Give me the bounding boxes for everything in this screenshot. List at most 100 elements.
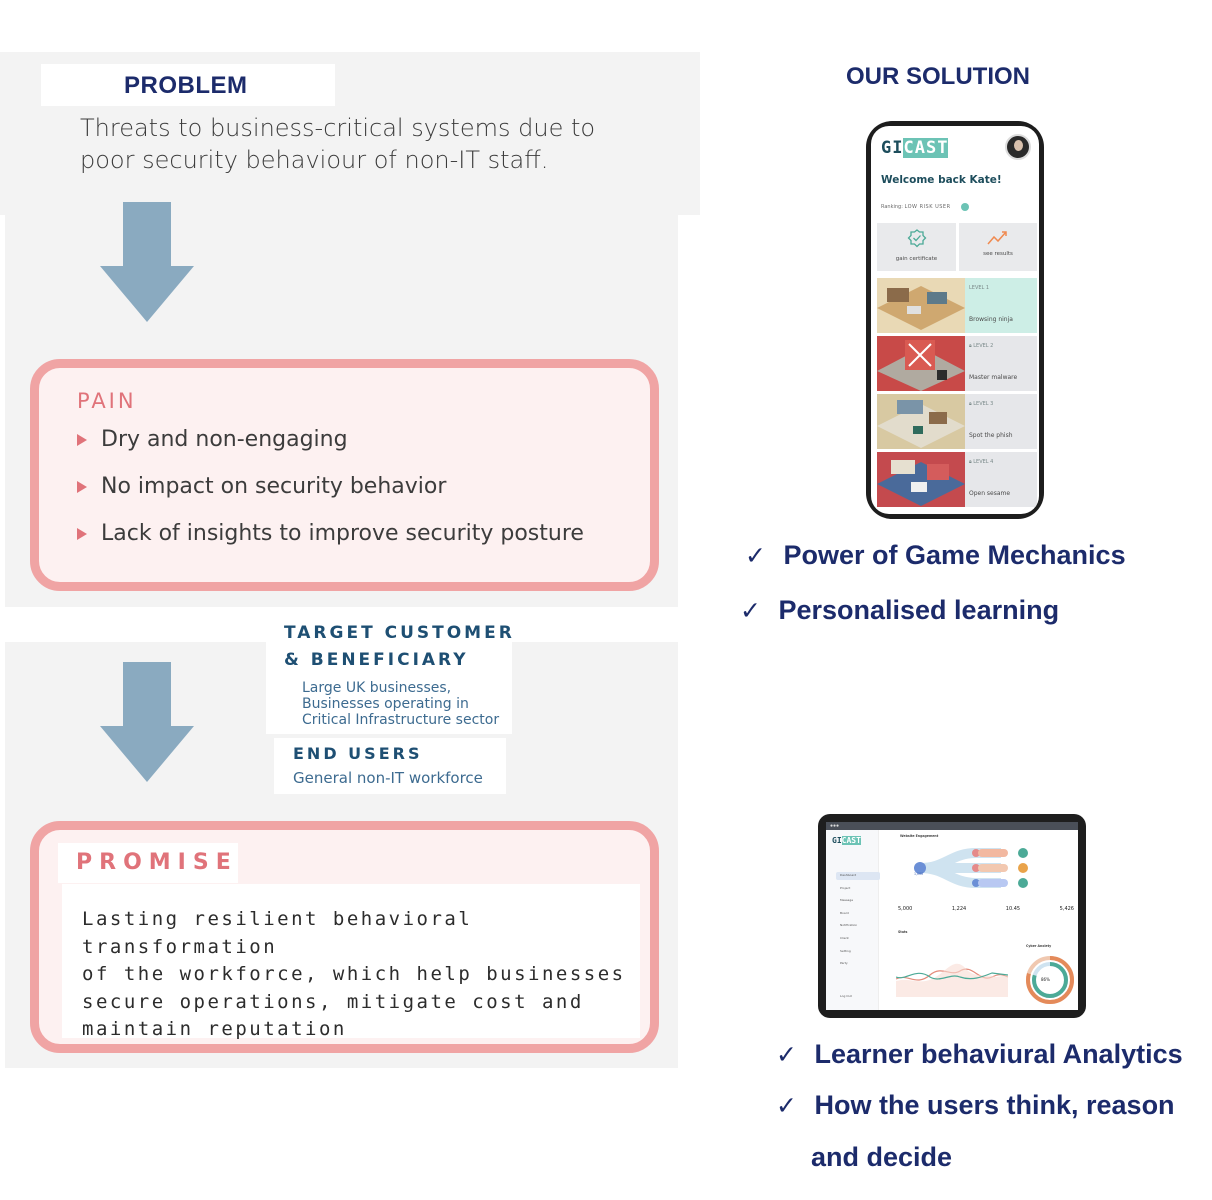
target-customer-desc-line1: Large UK businesses, [302,680,452,696]
avatar[interactable] [1005,134,1031,160]
nav-item[interactable]: Dashboard [840,873,857,877]
app-logo: GICAST [881,138,949,158]
end-users-box [274,738,506,794]
certificate-badge-icon [907,229,927,248]
checkmark-icon: ✓ [740,596,761,625]
nav-item[interactable]: Project [840,885,851,890]
pain-card [30,359,659,591]
problem-text-line2: poor security behaviour of non-IT staff. [80,146,549,174]
promise-title: PROMISE [76,850,238,875]
target-customer-title-line2: & BENEFICIARY [284,650,469,670]
promise-line: secure operations, mitigate cost and [82,990,584,1013]
check-item: ✓ How the users think, reason [776,1090,1175,1120]
promise-content-box [62,884,640,1038]
target-customer-box [266,622,512,734]
dashboard-logo: GICAST [832,836,861,845]
dashboard-nav: Dashboard Project Message Board Notifica… [840,873,857,974]
level-3-illustration [877,394,965,449]
pain-item: Dry and non-engaging [77,416,647,463]
level-4-panel [965,452,1037,507]
level-1-panel [965,278,1037,333]
checkmark-icon: ✓ [776,1091,797,1120]
nav-item[interactable]: Board [840,910,849,915]
tablet-screen: ●●● GICAST Dashboard Project Message Boa… [826,822,1078,1010]
cyber-anxiety-donut-chart [1026,956,1074,1004]
triangle-bullet-icon [77,433,87,446]
level-label: 🔒︎ LEVEL 2 [969,343,994,349]
nav-item[interactable]: Party [840,961,848,966]
end-users-title: END USERS [293,744,423,763]
problem-heading: PROBLEM [124,72,248,99]
level-label: LEVEL 1 [969,285,990,291]
trend-chart-icon [987,231,1007,245]
see-results-tile[interactable]: see results [959,223,1037,271]
engagement-flow-chart [914,848,1028,888]
promise-text: Lasting resilient behavioral transformat… [82,906,642,1044]
level-name: Browsing ninja [969,316,1013,323]
ranking: Ranking: LOW RISK USER [881,204,951,210]
promise-line: maintain reputation [82,1018,347,1040]
phone-mockup: GICAST Welcome back Kate! Ranking: LOW R… [866,121,1044,519]
donut-value: 86% [1041,977,1050,982]
stat-value: 5,426 [1059,906,1074,912]
check-item-continuation: and decide [811,1142,953,1172]
pain-list: Dry and non-engaging No impact on securi… [77,416,647,557]
level-name: Spot the phish [969,432,1013,439]
target-customer-desc-line3: Critical Infrastructure sector [302,712,500,728]
stats-label: Stats [898,930,908,934]
checkmark-icon: ✓ [776,1040,797,1069]
down-arrow-icon [100,202,194,322]
target-customer-desc-line2: Businesses operating in [302,696,469,712]
window-titlebar [826,822,1078,830]
check-item: ✓ Learner behaviural Analytics [776,1039,1183,1069]
level-card[interactable]: LEVEL 1 Browsing ninja [877,278,1037,333]
nav-item[interactable]: Notification [840,923,858,928]
nav-item[interactable]: Client [840,935,849,940]
promise-title-box [58,843,238,883]
promise-line: of the workforce, which help businesses [82,963,626,985]
stats-row: 5,000 1,224 10.45 5,426 [898,906,1074,912]
stat-value: 10.45 [1005,906,1021,912]
level-2-illustration [877,336,965,391]
nav-item[interactable]: Setting [840,948,851,953]
level-name: Open sesame [969,490,1011,497]
dashboard-sidebar [826,830,879,1010]
promise-line: Lasting resilient behavioral transformat… [82,908,473,958]
level-1-illustration [877,278,965,333]
level-name: Master malware [969,374,1018,381]
level-label: 🔒︎ LEVEL 3 [969,401,994,407]
pain-item: No impact on security behavior [77,463,647,510]
problem-text-line1: Threats to business-critical systems due… [80,114,596,142]
triangle-bullet-icon [77,480,87,493]
level-3-panel [965,394,1037,449]
level-card[interactable]: 🔒︎ LEVEL 2 Master malware [877,336,1037,391]
level-4-illustration [877,452,965,507]
nav-item[interactable]: Message [840,898,854,903]
problem-heading-box [41,64,335,106]
dashboard-nav-active-bg [836,872,880,880]
stat-value: 5,000 [898,906,913,912]
tablet-mockup: ●●● GICAST Dashboard Project Message Boa… [818,814,1086,1018]
gain-certificate-tile[interactable]: gain certificate [877,223,956,271]
level-card[interactable]: 🔒︎ LEVEL 4 Open sesame [877,452,1037,507]
center-value: 1,000 [914,872,924,876]
stats-line-chart [896,963,1008,997]
level-2-panel [965,336,1037,391]
donut-title: Cyber Anxiety [1026,944,1052,948]
stat-value: 1,224 [951,906,967,912]
logout-link[interactable]: Log Out [840,994,852,998]
level-label: 🔒︎ LEVEL 4 [969,459,994,465]
triangle-bullet-icon [77,527,87,540]
ranking-dot-icon [961,203,969,211]
level-card[interactable]: 🔒︎ LEVEL 3 Spot the phish [877,394,1037,449]
tile-label: gain certificate [895,256,938,262]
pain-title: PAIN [77,389,137,413]
solution-title: OUR SOLUTION [846,63,1030,90]
check-item: ✓ Personalised learning [740,595,1060,625]
section-title: Website Engagement [900,834,939,838]
phone-screen: GICAST Welcome back Kate! Ranking: LOW R… [871,126,1039,514]
end-users-desc: General non-IT workforce [293,769,483,787]
check-item: ✓ Power of Game Mechanics [745,540,1126,570]
tile-label: see results [983,251,1013,257]
welcome-text: Welcome back Kate! [881,174,1002,186]
